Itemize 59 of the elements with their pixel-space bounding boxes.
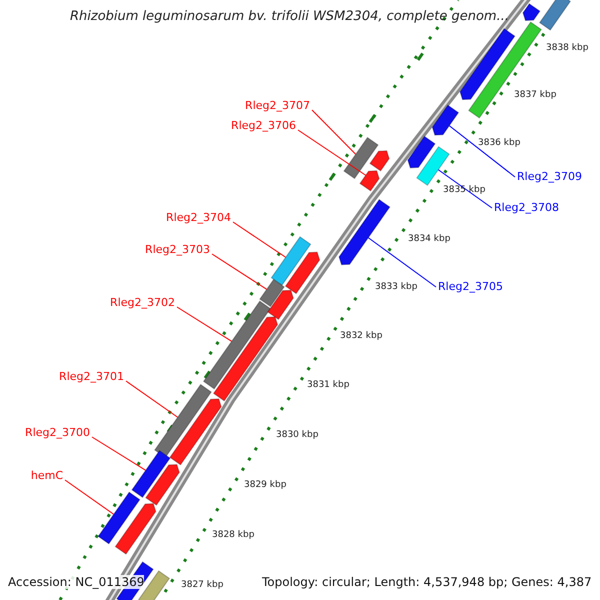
gene-label: Rleg2_3709	[517, 170, 582, 184]
gene-label: Rleg2_3708	[494, 201, 559, 215]
tick-label: 3829 kbp	[244, 479, 286, 492]
leader-line	[368, 237, 436, 288]
tick-label: 3834 kbp	[408, 233, 450, 246]
leader-line	[312, 110, 356, 155]
footer-text: Accession: NC_011369	[8, 575, 144, 589]
tick-label: 3828 kbp	[212, 529, 254, 542]
tick-label: 3837 kbp	[514, 89, 556, 102]
tick-label: 3832 kbp	[340, 330, 382, 343]
leader-line	[64, 480, 114, 515]
leader-line	[176, 306, 232, 342]
gene-label: Rleg2_3700	[25, 426, 90, 440]
gene-block	[459, 28, 516, 100]
tick-label: 3827 kbp	[181, 579, 224, 592]
gene-label: hemC	[30, 469, 63, 483]
tick-label: 3833 kbp	[375, 281, 418, 294]
gene-label: Rleg2_3706	[231, 119, 296, 133]
gene-label: Rleg2_3704	[166, 211, 231, 225]
gene-block	[538, 0, 572, 31]
gene-block	[169, 398, 222, 466]
gene-block	[270, 236, 312, 286]
leader-line	[126, 380, 178, 418]
gene-label: Rleg2_3705	[438, 280, 503, 294]
gene-label: Rleg2_3707	[245, 99, 310, 113]
gene-block	[154, 384, 212, 458]
gene-block	[468, 21, 542, 119]
leader-line	[448, 125, 516, 178]
gene-label: Rleg2_3701	[59, 370, 124, 384]
gene-block	[343, 136, 379, 180]
gene-block	[359, 170, 380, 192]
gene-label: Rleg2_3703	[145, 243, 210, 257]
tick-label: 3836 kbp	[478, 137, 520, 150]
gene-block	[202, 300, 272, 390]
gene-block	[98, 491, 140, 545]
gene-block	[114, 503, 156, 555]
leader-line	[92, 436, 146, 471]
tick-label: 3835 kbp	[443, 184, 486, 197]
tick-label: 3838 kbp	[546, 42, 588, 55]
gene-block	[145, 464, 180, 506]
title: Rhizobium leguminosarum bv. trifolii WSM2304, complete genom...	[70, 10, 509, 24]
leader-line	[298, 130, 366, 176]
gene-block	[369, 150, 390, 172]
gene-block	[338, 198, 391, 266]
tick-label: 3831 kbp	[307, 379, 350, 392]
leader-line	[438, 169, 492, 208]
gene-block	[131, 450, 171, 498]
gene-block	[212, 316, 278, 402]
gene-block	[416, 146, 450, 186]
gene-block	[267, 290, 294, 320]
tick-label: 3830 kbp	[276, 429, 318, 442]
gene-block	[259, 278, 285, 308]
footer-text: Topology: circular; Length: 4,537,948 bp; Genes: 4,387	[262, 575, 592, 589]
gene-block	[284, 252, 320, 294]
gene-block	[407, 136, 436, 168]
leader-line	[212, 254, 268, 290]
gene-label: Rleg2_3702	[110, 296, 175, 310]
leader-line	[232, 222, 286, 258]
gene-block	[432, 104, 460, 136]
